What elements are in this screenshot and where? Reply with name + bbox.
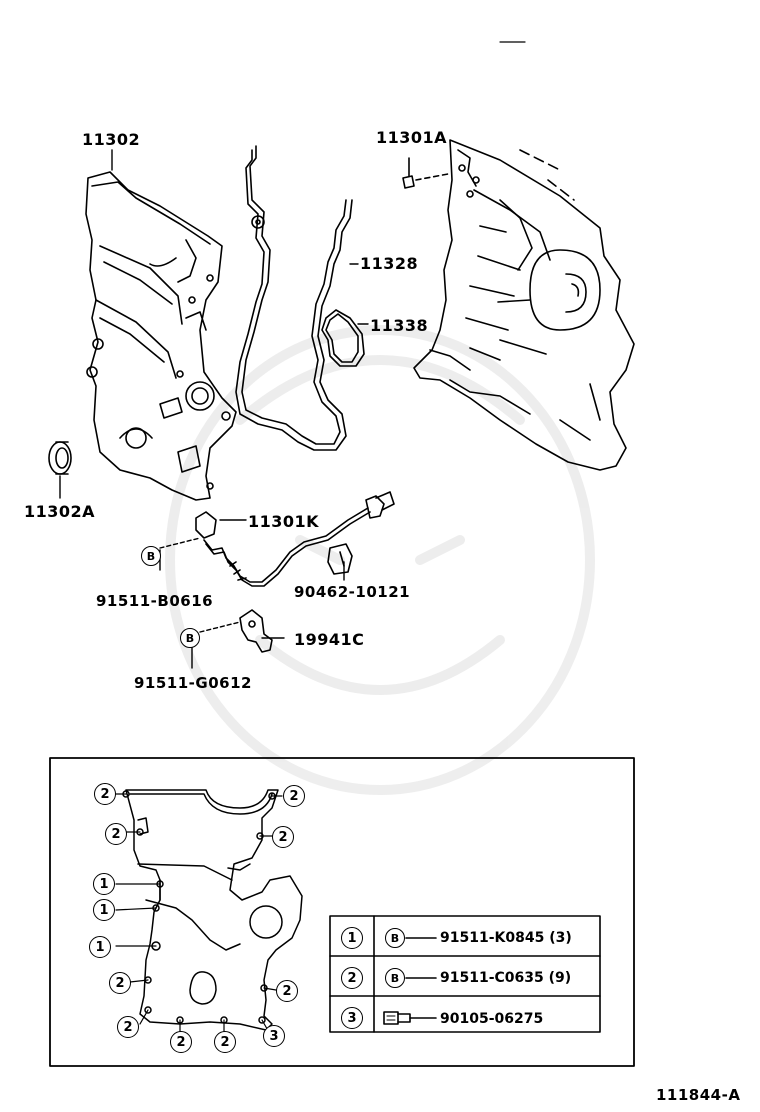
part-label-11338: 11338 — [370, 316, 429, 335]
legend-part-90105-06275: 90105-06275 — [440, 1011, 544, 1027]
legend-bolt-symbol: B — [385, 928, 405, 948]
gasket-11338 — [321, 309, 365, 367]
inset-callout-2: 2 — [94, 783, 116, 805]
legend-part-91511-K0845: 91511-K0845 (3) — [440, 930, 572, 946]
part-label-11301K: 11301K — [248, 512, 320, 531]
inset-leaders — [115, 793, 283, 1041]
legend-table — [329, 915, 601, 1033]
leader-lines — [59, 149, 369, 669]
legend-ref-3: 3 — [341, 1007, 363, 1029]
engine-block — [413, 139, 635, 471]
inset-callout-1: 1 — [93, 899, 115, 921]
inset-callout-2: 2 — [170, 1031, 192, 1053]
part-label-91511-G0612: 91511-G0612 — [134, 674, 252, 692]
part-label-11302: 11302 — [82, 130, 141, 149]
bolt-symbol-b0616: B — [141, 546, 161, 566]
part-label-91511-B0616: 91511-B0616 — [96, 592, 214, 610]
legend-ref-2: 2 — [341, 967, 363, 989]
bolt-symbol-g0612: B — [180, 628, 200, 648]
inset-callout-1: 1 — [93, 873, 115, 895]
inset-callout-3: 3 — [263, 1025, 285, 1047]
pin-11301A — [402, 157, 449, 189]
inset-callout-1: 1 — [89, 936, 111, 958]
inset-callout-2: 2 — [283, 785, 305, 807]
inset-callout-2: 2 — [109, 972, 131, 994]
oil-seal-11302A — [48, 441, 72, 475]
inset-callout-2: 2 — [117, 1016, 139, 1038]
legend-bolt-symbol: B — [385, 968, 405, 988]
part-label-11301A: 11301A — [376, 128, 448, 147]
inset-frame — [49, 757, 635, 1067]
inset-callout-2: 2 — [276, 980, 298, 1002]
inset-callout-2: 2 — [214, 1031, 236, 1053]
inset-callout-2: 2 — [272, 826, 294, 848]
part-label-90462-10121: 90462-10121 — [294, 583, 411, 601]
bracket-19941C — [239, 609, 273, 653]
watermark — [165, 325, 595, 795]
legend-part-91511-C0635: 91511-C0635 (9) — [440, 970, 572, 986]
gasket-11328 — [235, 145, 353, 451]
part-label-19941C: 19941C — [294, 630, 365, 649]
sensor-11301K — [195, 491, 395, 587]
diagram-id: 111844-A — [656, 1086, 741, 1104]
legend-ref-1: 1 — [341, 927, 363, 949]
inset-cover-outline — [122, 789, 303, 1031]
part-label-11302A: 11302A — [24, 502, 96, 521]
timing-cover-11302 — [85, 171, 237, 501]
part-label-11328: 11328 — [360, 254, 419, 273]
inset-callout-2: 2 — [105, 823, 127, 845]
